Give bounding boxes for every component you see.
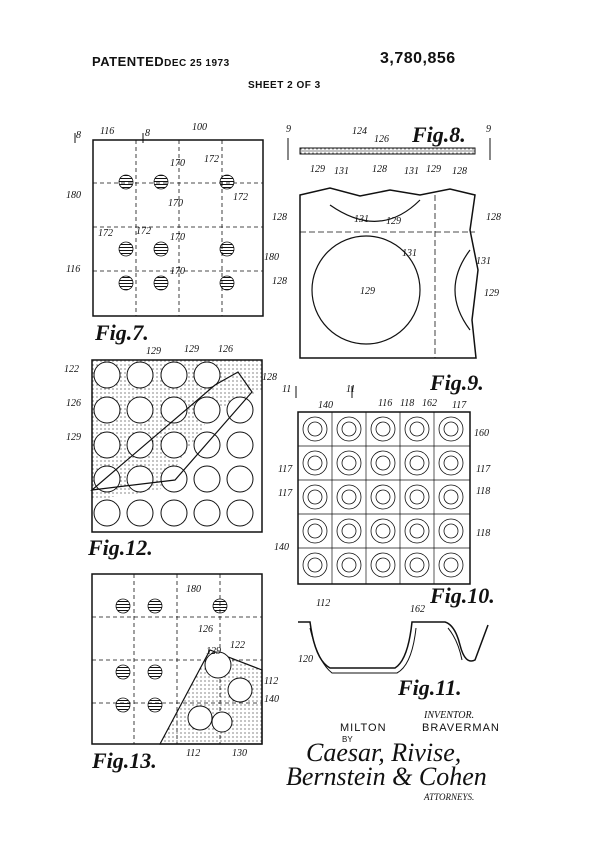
ref-162-fig11: 162: [410, 604, 425, 615]
fig7-drawing: [74, 133, 264, 317]
ref-117-fig10-d: 117: [278, 488, 293, 499]
fig9-label: Fig.9.: [430, 370, 484, 395]
ref-129-fig9-b: 129: [360, 286, 375, 297]
ref-180-left: 180: [66, 190, 81, 201]
inventor-first-name: MILTON: [340, 722, 387, 734]
ref-129-fig13: 129: [206, 646, 221, 657]
ref-131-fig8-a: 131: [334, 166, 349, 177]
ref-124: 124: [352, 126, 367, 137]
ref-140-fig13: 140: [264, 694, 279, 705]
ref-131-fig9-c: 131: [476, 256, 491, 267]
patent-number: 3,780,856: [380, 50, 456, 67]
patented-label: PATENTEDDEC 25 1973: [92, 54, 230, 69]
ref-172-b: 172: [233, 192, 248, 203]
ref-180-right: 180: [264, 252, 279, 263]
ref-140-fig10-a: 140: [318, 400, 333, 411]
attorneys-line2: Bernstein & Cohen: [286, 762, 487, 791]
ref-129-fig12-c: 129: [66, 432, 81, 443]
fig12-drawing: [90, 359, 263, 533]
ref-116-fig10: 116: [378, 398, 393, 409]
fig8-label: Fig.8.: [412, 122, 466, 147]
by-label: BY: [342, 735, 353, 744]
ref-128-fig8-a: 128: [372, 164, 387, 175]
ref-118-fig10-c: 118: [476, 528, 491, 539]
fig12-label: Fig.12.: [88, 535, 153, 560]
ref-130: 130: [232, 748, 247, 759]
fig7-label: Fig.7.: [95, 320, 149, 345]
ref-8-right: 8: [145, 128, 150, 139]
ref-9-right: 9: [486, 124, 491, 135]
ref-112-fig11: 112: [316, 598, 331, 609]
patented-text: PATENTED: [92, 54, 165, 69]
ref-170-c: 170: [170, 232, 185, 243]
ref-140-fig10-b: 140: [274, 542, 289, 553]
fig13-label: Fig.13.: [92, 748, 157, 773]
ref-11-left: 11: [282, 384, 292, 395]
ref-116-top: 116: [100, 126, 115, 137]
fig11-label: Fig.11.: [398, 675, 462, 700]
ref-170-b: 170: [168, 198, 183, 209]
ref-129-fig9-c: 129: [484, 288, 499, 299]
ref-118-fig10-b: 118: [476, 486, 491, 497]
ref-128-fig9-c: 128: [272, 276, 287, 287]
ref-116-left: 116: [66, 264, 81, 275]
fig11-drawing: [298, 621, 489, 674]
ref-129-fig12-a: 129: [146, 346, 161, 357]
ref-162-fig10: 162: [422, 398, 437, 409]
attorneys-caption: ATTORNEYS.: [424, 792, 475, 802]
ref-100: 100: [192, 122, 207, 133]
ref-11-right: 11: [346, 384, 356, 395]
ref-172-a: 172: [204, 154, 219, 165]
ref-117-fig10-c: 117: [476, 464, 491, 475]
ref-172-d: 172: [136, 226, 151, 237]
ref-131-fig8-b: 131: [404, 166, 419, 177]
fig9-drawing: [299, 187, 479, 359]
ref-160: 160: [474, 428, 489, 439]
ref-128-fig12: 128: [262, 372, 277, 383]
ref-172-c: 172: [98, 228, 113, 239]
ref-128-fig9-b: 128: [486, 212, 501, 223]
ref-170-a: 170: [170, 158, 185, 169]
fig10-label: Fig.10.: [430, 583, 495, 608]
inventor-last-name: BRAVERMAN: [422, 722, 500, 734]
sheet-number: SHEET 2 OF 3: [248, 80, 321, 91]
ref-126-fig13: 126: [198, 624, 213, 635]
ref-112-fig13-a: 112: [264, 676, 279, 687]
ref-120: 120: [298, 654, 313, 665]
ref-122-fig13: 122: [230, 640, 245, 651]
ref-9-left: 9: [286, 124, 291, 135]
ref-128-fig8-b: 128: [452, 166, 467, 177]
ref-117-fig10-b: 117: [278, 464, 293, 475]
ref-112-fig13-b: 112: [186, 748, 201, 759]
ref-126-fig12-a: 126: [218, 344, 233, 355]
ref-126-fig12-b: 126: [66, 398, 81, 409]
ref-128-fig9-a: 128: [272, 212, 287, 223]
inventor-caption: INVENTOR.: [424, 710, 475, 721]
ref-129-fig8-b: 129: [426, 164, 441, 175]
fig8-drawing: [287, 138, 491, 160]
patent-date: DEC 25 1973: [164, 58, 230, 69]
ref-180-fig13: 180: [186, 584, 201, 595]
ref-131-fig9-b: 131: [402, 248, 417, 259]
ref-129-fig8-a: 129: [310, 164, 325, 175]
ref-129-fig12-b: 129: [184, 344, 199, 355]
ref-122-fig12: 122: [64, 364, 79, 375]
attorneys-line1: Caesar, Rivise,: [306, 738, 462, 767]
fig10-drawing: [295, 386, 471, 585]
ref-126-fig8: 126: [374, 134, 389, 145]
ref-129-fig9-a: 129: [386, 216, 401, 227]
ref-170-d: 170: [170, 266, 185, 277]
ref-131-fig9-a: 131: [354, 214, 369, 225]
ref-117-fig10-a: 117: [452, 400, 467, 411]
ref-8-left: 8: [76, 130, 81, 141]
fig13-drawing: [91, 573, 263, 745]
ref-118-fig10-a: 118: [400, 398, 415, 409]
